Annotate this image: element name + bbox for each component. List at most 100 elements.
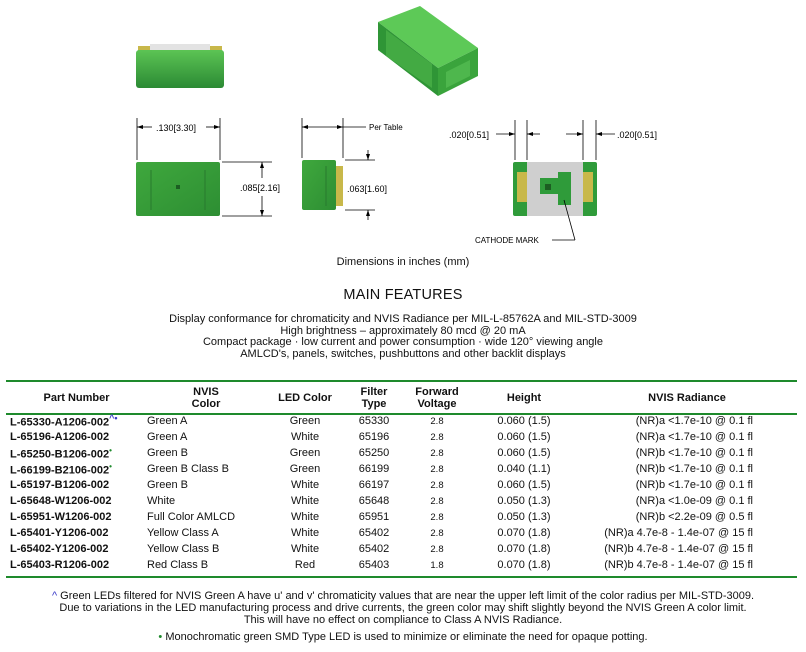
cell-led-color: Red <box>294 559 316 571</box>
cell-nvis-radiance: (NR)b 4.7e-8 - 1.4e-07 @ 15 fl <box>604 543 753 555</box>
side-view-led <box>301 118 375 220</box>
cell-height: 0.050 (1.3) <box>497 511 551 523</box>
footnote-line: Due to variations in the LED manufacturi… <box>59 601 747 614</box>
table-row: L-65401-Y1206-002 Yellow Class A White 6540… <box>6 525 797 541</box>
header-part-number: Part Number <box>43 391 110 404</box>
cell-height: 0.070 (1.8) <box>497 559 551 571</box>
cell-filter-type: 65402 <box>358 543 390 555</box>
cell-nvis-color: Full Color AMLCD <box>147 511 236 523</box>
part-note-mark: • <box>109 461 112 471</box>
table-row: L-65250-B1206-002• Green B Green 65250 2.8 0.… <box>6 445 797 461</box>
cell-part-number: L-65403-R1206-002 <box>10 559 110 571</box>
dot-symbol: • <box>158 631 163 643</box>
footnote-line: This will have no effect on compliance t… <box>243 613 563 626</box>
feature-line: High brightness – approximately 80 mcd @… <box>280 324 526 337</box>
cell-height: 0.060 (1.5) <box>497 431 551 443</box>
feature-line: Display conformance for chromaticity and… <box>169 313 637 325</box>
footnote-line: Monochromatic green SMD Type LED is used… <box>165 631 648 643</box>
dimensions-caption: Dimensions in inches (mm) <box>336 256 470 268</box>
features-list: Display conformance for chromaticity and… <box>0 313 806 360</box>
cell-forward-voltage: 1.8 <box>430 559 444 571</box>
cell-nvis-color: Green A <box>147 431 188 443</box>
cell-forward-voltage: 2.8 <box>430 447 444 459</box>
cell-height: 0.070 (1.8) <box>497 527 551 539</box>
cell-filter-type: 66199 <box>358 463 390 475</box>
cell-forward-voltage: 2.8 <box>430 479 444 491</box>
cell-height: 0.040 (1.1) <box>497 463 551 475</box>
cell-part-number: L-65401-Y1206-002 <box>10 527 109 539</box>
cathode-mark-label: CATHODE MARK <box>475 236 540 245</box>
cell-nvis-radiance: (NR)b <1.7e-10 @ 0.1 fl <box>635 479 753 491</box>
cell-nvis-color: Green B <box>147 447 188 459</box>
cell-nvis-color: White <box>147 495 176 507</box>
cell-part-number: L-65330-A1206-002^• <box>10 413 118 429</box>
header-led-color: LED Color <box>278 391 332 404</box>
cell-led-color: Green <box>289 463 321 475</box>
cell-filter-type: 65403 <box>358 559 390 571</box>
front-view-led <box>136 118 272 217</box>
cell-filter-type: 65196 <box>358 431 390 443</box>
cell-nvis-color: Yellow Class A <box>147 527 219 539</box>
cell-nvis-radiance: (NR)b <1.7e-10 @ 0.1 fl <box>635 463 753 475</box>
cell-nvis-color: Yellow Class B <box>147 543 220 555</box>
part-note-mark: • <box>109 445 112 455</box>
dim-width-label: .130[3.30] <box>156 123 196 133</box>
cell-led-color: White <box>290 511 320 523</box>
cell-part-number: L-65250-B1206-002• <box>10 445 112 461</box>
per-table-label: Per Table <box>369 123 403 132</box>
isometric-led-view <box>378 6 478 96</box>
cell-forward-voltage: 2.8 <box>430 415 444 427</box>
table-top-rule <box>6 380 797 382</box>
footnote-caret: ^ Green LEDs filtered for NVIS Green A h… <box>0 590 806 626</box>
main-features-title: MAIN FEATURES <box>343 287 463 303</box>
cell-part-number: L-65648-W1206-002 <box>10 495 112 507</box>
dim-pad-left-label: .020[0.51] <box>449 130 489 140</box>
cell-part-number: L-65402-Y1206-002 <box>10 543 109 555</box>
cell-nvis-radiance: (NR)a 4.7e-8 - 1.4e-07 @ 15 fl <box>604 527 753 539</box>
cell-height: 0.070 (1.8) <box>497 543 551 555</box>
cell-forward-voltage: 2.8 <box>430 543 444 555</box>
cell-filter-type: 65250 <box>358 447 390 459</box>
table-row: L-66199-B2106-002• Green B Class B Green 66… <box>6 461 797 477</box>
cell-part-number: L-66199-B2106-002• <box>10 461 112 477</box>
table-header-rule <box>6 413 797 415</box>
cell-forward-voltage: 2.8 <box>430 463 444 475</box>
caret-symbol: ^ <box>51 590 58 602</box>
cell-part-number: L-65197-B1206-002 <box>10 479 110 491</box>
dim-pad-right-label: .020[0.51] <box>617 130 657 140</box>
cell-nvis-radiance: (NR)b <1.7e-10 @ 0.1 fl <box>635 447 753 459</box>
cell-forward-voltage: 2.8 <box>430 527 444 539</box>
dim-thickness-label: .063[1.60] <box>347 184 387 194</box>
cell-height: 0.060 (1.5) <box>497 447 551 459</box>
cell-filter-type: 65402 <box>358 527 390 539</box>
header-nvis-radiance: NVIS Radiance <box>648 391 726 404</box>
table-bottom-rule <box>6 576 797 578</box>
table-row: L-65402-Y1206-002 Yellow Class B White 6540… <box>6 541 797 557</box>
cell-nvis-color: Green B Class B <box>147 463 229 475</box>
cell-led-color: White <box>290 495 320 507</box>
cell-led-color: White <box>290 431 320 443</box>
bottom-view-led <box>496 120 615 241</box>
cell-led-color: Green <box>289 447 321 459</box>
cell-nvis-radiance: (NR)b 4.7e-8 - 1.4e-07 @ 15 fl <box>604 559 753 571</box>
feature-line: AMLCD's, panels, switches, pushbuttons a… <box>240 347 566 360</box>
cell-forward-voltage: 2.8 <box>430 431 444 443</box>
cell-led-color: White <box>290 527 320 539</box>
cell-part-number: L-65951-W1206-002 <box>10 511 112 523</box>
top-view-led <box>136 44 224 88</box>
cell-nvis-radiance: (NR)b <2.2e-09 @ 0.5 fl <box>635 511 753 523</box>
cell-nvis-color: Green B <box>147 479 188 491</box>
footnote-dot: • Monochromatic green SMD Type LED is us… <box>0 631 806 644</box>
cell-led-color: White <box>290 543 320 555</box>
footnote-line: Green LEDs filtered for NVIS Green A hav… <box>60 590 755 602</box>
cell-nvis-radiance: (NR)a <1.7e-10 @ 0.1 fl <box>635 415 753 427</box>
cell-nvis-radiance: (NR)a <1.0e-09 @ 0.1 fl <box>635 495 753 507</box>
